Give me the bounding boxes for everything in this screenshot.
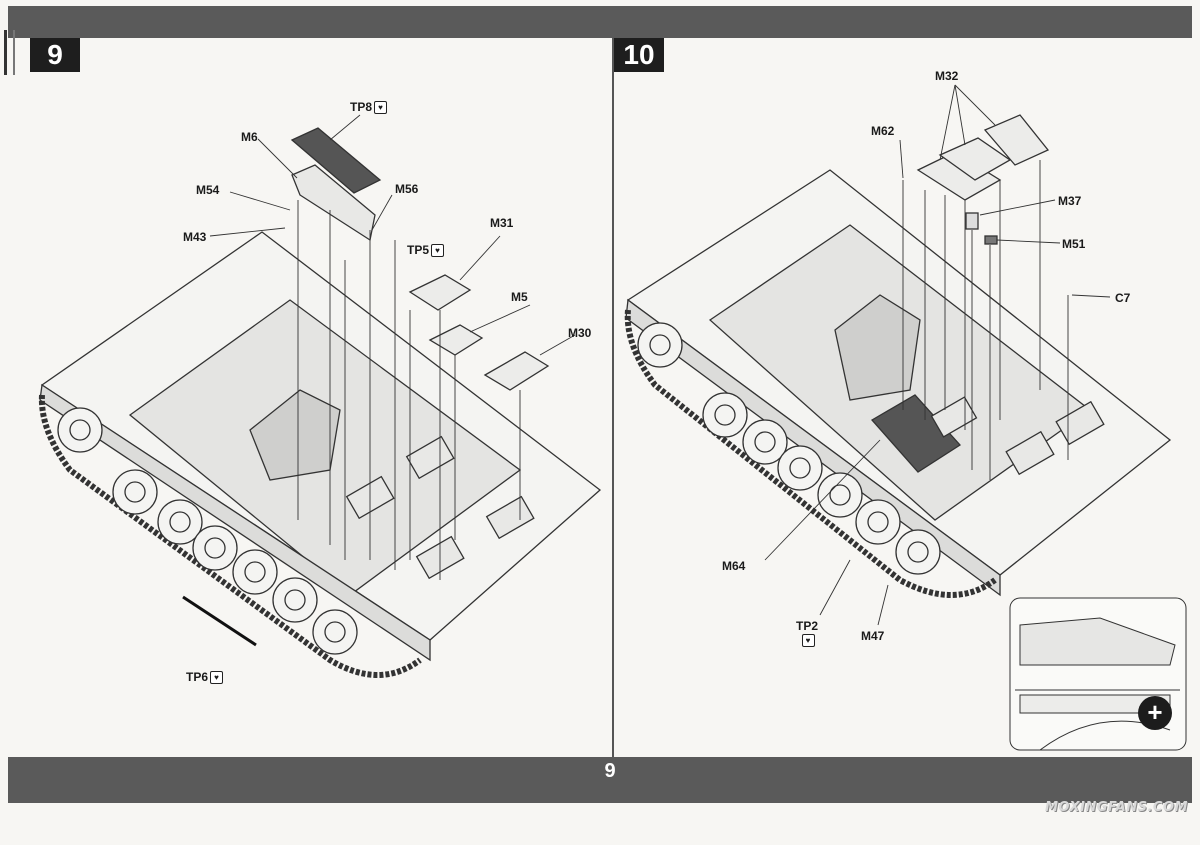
label-tp2: TP2♥ [796, 619, 819, 648]
label-m51: M51 [1062, 237, 1086, 251]
label-m6: M6 [241, 130, 258, 144]
step-10-badge: 10 [614, 38, 664, 72]
photo-etch-icon: ♥ [374, 101, 388, 115]
step-9-hull-drawing [38, 127, 602, 678]
step-9-badge: 9 [30, 38, 80, 72]
label-m54: M54 [196, 183, 220, 197]
label-m37: M37 [1058, 194, 1082, 208]
label-m47: M47 [861, 629, 885, 643]
photo-etch-icon: ♥ [210, 671, 224, 685]
label-tp6: TP6♥ [186, 670, 224, 685]
label-tp8: TP8♥ [350, 100, 388, 115]
label-m64: M64 [722, 559, 746, 573]
top-header-band [8, 6, 1192, 38]
photo-etch-icon: ♥ [801, 634, 815, 648]
label-m43: M43 [183, 230, 207, 244]
label-tp5: TP5♥ [407, 243, 445, 258]
bottom-footer-band [8, 757, 1192, 803]
label-m31: M31 [490, 216, 514, 230]
label-m56: M56 [395, 182, 419, 196]
label-m32: M32 [935, 69, 959, 83]
step-10-assembly-lines [764, 84, 1111, 626]
photo-etch-icon: ♥ [431, 244, 445, 258]
step-10-hull-drawing [624, 114, 1172, 598]
page-divider [612, 38, 614, 758]
watermark: MOXINGFANS.COM [1045, 800, 1188, 815]
step-9-assembly-lines [209, 114, 576, 580]
label-m30: M30 [568, 326, 592, 340]
label-c7: C7 [1115, 291, 1131, 305]
label-m62: M62 [871, 124, 895, 138]
label-m5: M5 [511, 290, 528, 304]
binding-edge-mark [4, 30, 15, 75]
zoom-plus-icon[interactable]: + [1138, 696, 1172, 730]
page-number: 9 [604, 760, 616, 782]
